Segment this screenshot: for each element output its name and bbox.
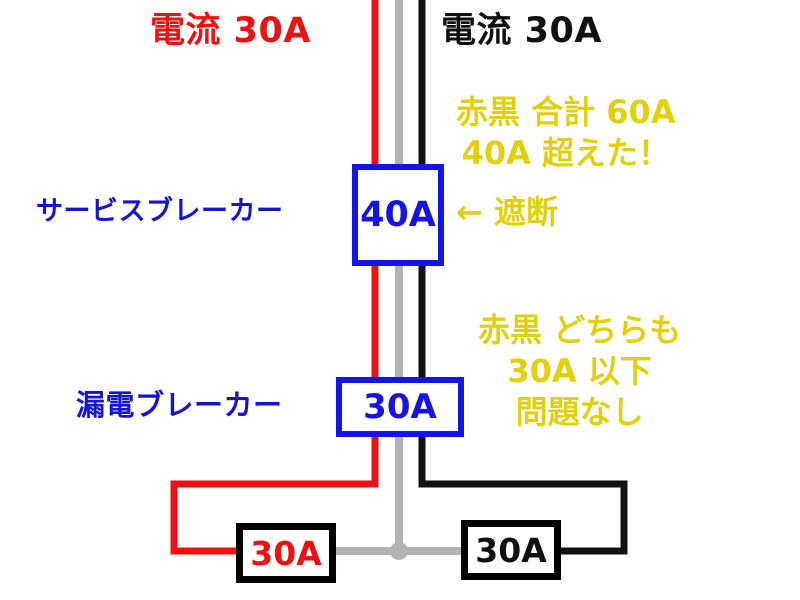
note-trip-arrow: ← 遮断 [456,193,558,231]
note-overload-sum: 赤黒 合計 60A 40A 超えた！ [456,93,676,172]
elcb-breaker-30a-box: 30A [336,377,464,437]
branch-left-rating: 30A [250,533,322,573]
note-branches-ok: 赤黒 どちらも 30A 以下 問題なし [478,311,682,431]
red-wire-branch [170,437,379,555]
branch-breaker-left-30a-box: 30A [236,523,336,583]
neutral-junction-dot [390,542,408,560]
branch-right-rating: 30A [475,530,547,570]
elcb-breaker-rating: 30A [363,387,437,427]
label-earth-leakage-breaker: 漏電ブレーカー [76,388,283,422]
main-breaker-40a-box: 40A [352,164,444,266]
main-breaker-rating: 40A [360,195,436,235]
label-current-red-phase: 電流 30A [150,11,311,51]
label-service-breaker: サービスブレーカー [36,196,284,227]
label-current-black-phase: 電流 30A [441,11,602,51]
branch-breaker-right-30a-box: 30A [461,520,561,580]
black-wire-branch [418,437,628,555]
